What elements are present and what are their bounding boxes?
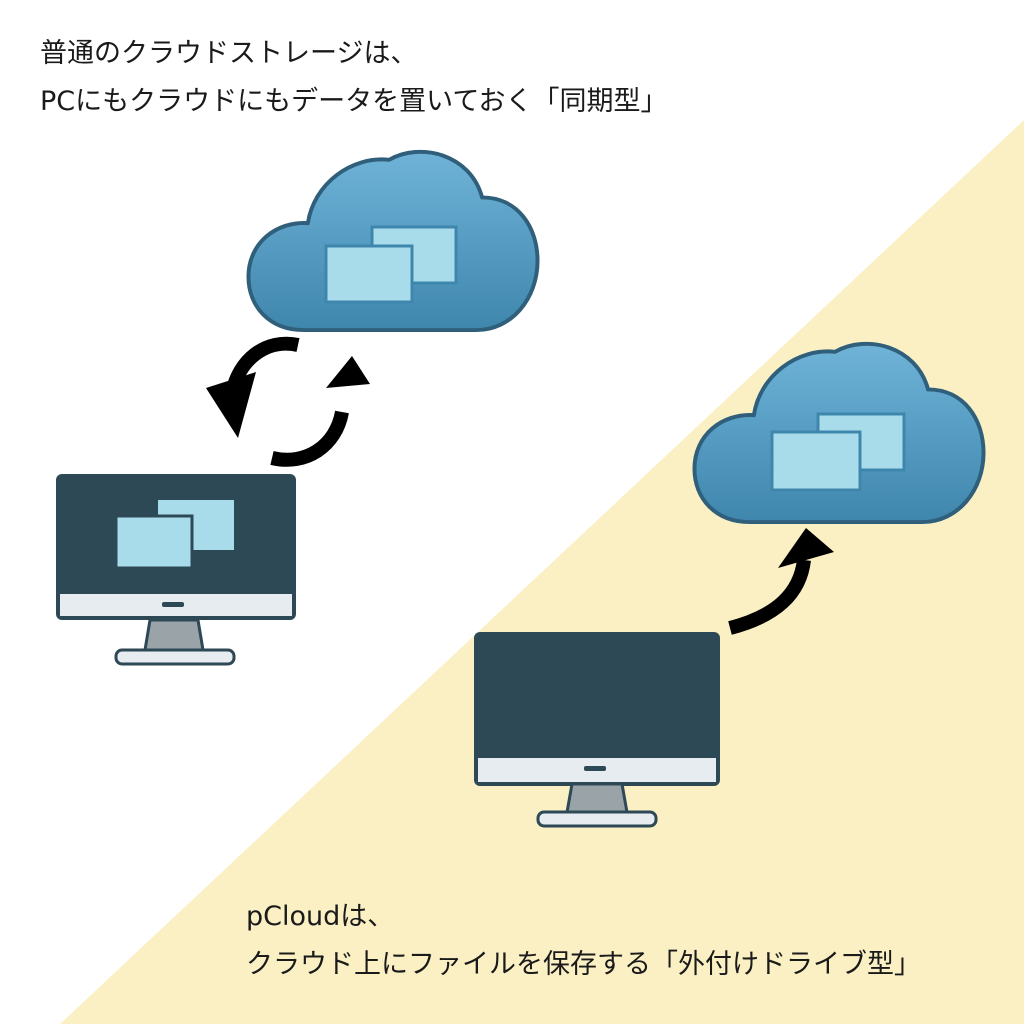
external-drive-type-caption: pCloudは、 クラウド上にファイルを保存する「外付けドライブ型」 [246, 893, 921, 989]
external-drive-caption-line1: pCloudは、 [246, 901, 395, 932]
external-drive-caption-line2: クラウド上にファイルを保存する「外付けドライブ型」 [246, 949, 921, 980]
sync-type-caption-line2: PCにもクラウドにもデータを置いておく「同期型」 [40, 86, 668, 117]
monitor-files-icon [114, 500, 234, 570]
sync-type-caption: 普通のクラウドストレージは、 PCにもクラウドにもデータを置いておく「同期型」 [40, 30, 668, 126]
upload-arrow-icon [728, 528, 834, 635]
external-cloud [692, 341, 986, 525]
cream-background-region [60, 120, 1024, 1024]
sync-cloud [246, 149, 540, 333]
cloud-files-icon [770, 412, 906, 492]
external-computer [474, 632, 720, 828]
sync-arrows-icon [206, 336, 370, 467]
monitor-icon [474, 632, 720, 828]
sync-type-caption-line1: 普通のクラウドストレージは、 [40, 38, 418, 69]
sync-computer [56, 474, 296, 666]
cloud-files-icon [324, 225, 458, 304]
